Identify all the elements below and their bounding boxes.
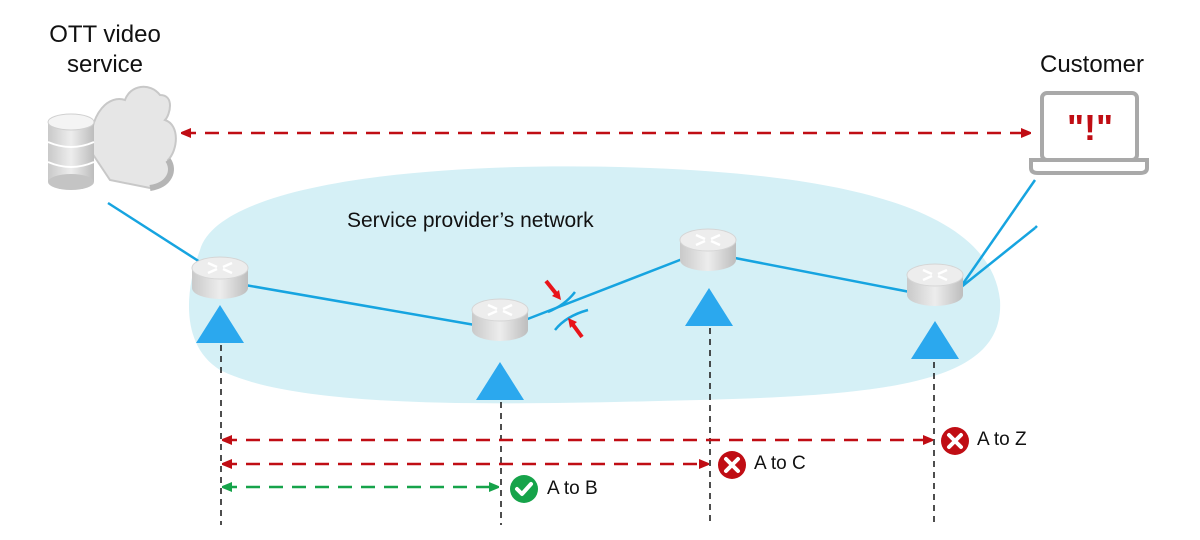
router-icon bbox=[906, 263, 964, 306]
ott-service-label-line2: service bbox=[66, 51, 144, 78]
probe-drop-lines bbox=[220, 328, 935, 525]
ott-service-label: OTT video service bbox=[35, 20, 175, 80]
customer-link bbox=[958, 179, 1037, 289]
probe-a-icon bbox=[196, 305, 244, 343]
check-circle-icon bbox=[510, 475, 538, 503]
provider-network-area bbox=[188, 166, 1001, 404]
link-impairment-icon bbox=[544, 279, 589, 339]
x-circle-icon bbox=[941, 427, 969, 455]
x-circle-icon bbox=[718, 451, 746, 479]
probe-b-icon bbox=[476, 362, 524, 400]
laptop-alert-icon: "!" bbox=[1029, 91, 1149, 175]
ott-service-label-line1: OTT video bbox=[49, 21, 161, 48]
router-icon bbox=[191, 256, 249, 299]
test-result-a-to-z: A to Z bbox=[977, 429, 1027, 450]
router-icon bbox=[679, 228, 737, 271]
probe-c-icon bbox=[685, 288, 733, 326]
router-icon bbox=[471, 298, 529, 341]
database-cloud-icon bbox=[47, 85, 177, 191]
customer-label: Customer bbox=[1039, 51, 1145, 78]
network-label: Service provider’s network bbox=[347, 209, 594, 232]
probe-icons bbox=[196, 288, 959, 400]
test-result-a-to-c: A to C bbox=[754, 453, 806, 474]
test-result-a-to-b: A to B bbox=[547, 478, 598, 499]
probe-z-icon bbox=[911, 321, 959, 359]
alert-glyph: "!" bbox=[1067, 107, 1113, 148]
